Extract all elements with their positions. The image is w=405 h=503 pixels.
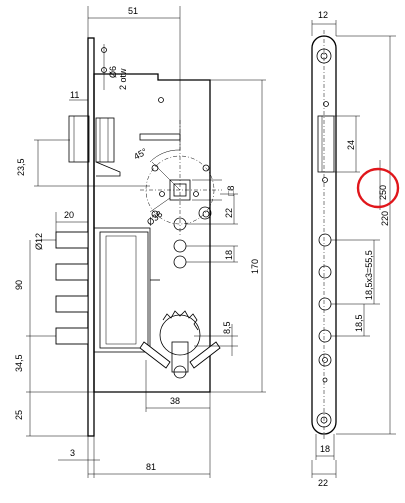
- dim-side-18-5: 18,5: [354, 314, 364, 332]
- latch-bolt: [68, 115, 121, 177]
- right-dimensions: 12 220 250 24 18,5x3=55,5 18,5 18 22: [311, 10, 396, 488]
- dim-11: 11: [70, 90, 79, 100]
- bolt-hole: [318, 297, 332, 311]
- dim-side-24: 24: [346, 140, 356, 150]
- dim-38: 38: [170, 396, 180, 406]
- lock-body: [93, 73, 211, 393]
- dim-81: 81: [146, 462, 156, 472]
- dim-45deg: 45°: [132, 146, 149, 162]
- bolt-hole: [318, 233, 332, 247]
- fixing-hole: [173, 239, 187, 253]
- dim-side-22: 22: [318, 478, 328, 488]
- dim-22: 22: [224, 208, 234, 218]
- dim-90: 90: [14, 280, 24, 290]
- dim-side-18-5x3: 18,5x3=55,5: [364, 250, 374, 300]
- latch-slot: [317, 115, 335, 173]
- dim-sq8: □8: [226, 186, 236, 196]
- dim-18: 18: [224, 250, 234, 260]
- dim-side-18: 18: [320, 444, 330, 454]
- lock-case-view: [36, 37, 222, 437]
- dim-34-5: 34,5: [14, 354, 24, 372]
- deadbolt: [36, 227, 160, 353]
- faceplate-front-view: [311, 30, 337, 440]
- dim-d38: Ø38: [145, 209, 164, 228]
- dim-170: 170: [250, 259, 260, 274]
- dim-side-220: 220: [380, 211, 390, 226]
- dim-d12: Ø12: [34, 233, 44, 250]
- dim-25: 25: [14, 410, 24, 420]
- dim-20: 20: [64, 210, 74, 220]
- dim-3: 3: [70, 448, 75, 458]
- fixing-hole: [173, 255, 187, 269]
- dim-23-5: 23,5: [16, 158, 26, 176]
- dim-side-250: 250: [378, 185, 388, 200]
- dim-8-5: 8,5: [222, 321, 232, 334]
- cylinder-cam: [139, 310, 221, 379]
- left-dimensions: 51 Ø6 2 otw 11 23,5 45° □8 Ø38 22 20: [14, 6, 266, 478]
- bolt-hole: [318, 265, 332, 279]
- dim-side-12: 12: [318, 10, 328, 20]
- bolt-hole: [318, 329, 332, 343]
- faceplate: [87, 37, 95, 437]
- dim-d6: Ø6: [108, 66, 118, 78]
- red-highlight-circle: [356, 167, 400, 209]
- dim-51: 51: [128, 6, 138, 16]
- dim-2otw: 2 otw: [118, 68, 128, 90]
